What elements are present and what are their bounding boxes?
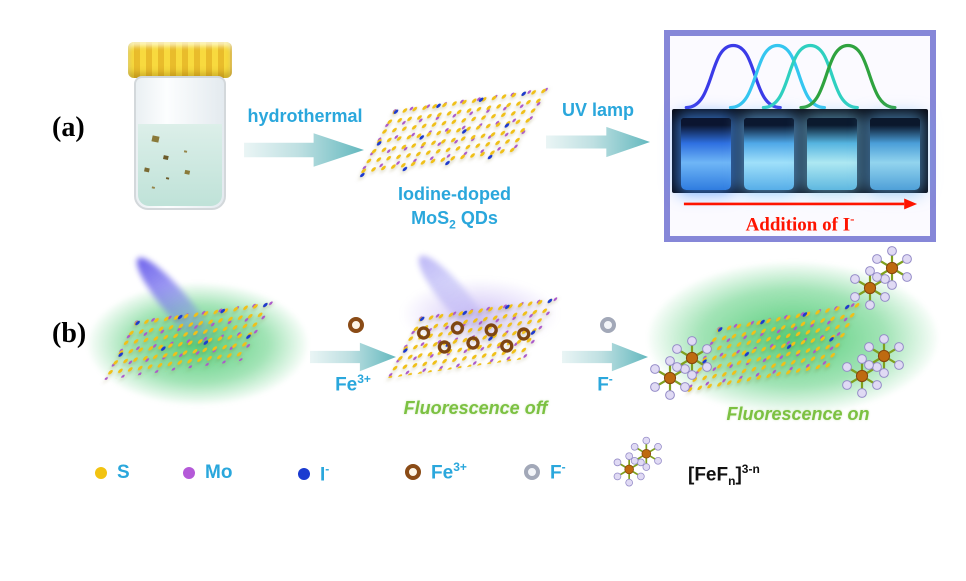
hydrothermal-arrow xyxy=(244,133,364,167)
product-mos: MoS xyxy=(411,208,450,228)
panel-a-label: (a) xyxy=(52,112,85,143)
product-line1: Iodine-doped xyxy=(398,184,511,204)
legend-item-fe: Fe3+ xyxy=(405,460,467,484)
complex-sub: n xyxy=(728,474,736,489)
legend-item-s: S xyxy=(95,462,130,484)
legend-label-fe: Fe3+ xyxy=(431,460,467,484)
fefn-complex-legend-icon xyxy=(612,436,670,494)
addition-sup: - xyxy=(850,210,855,226)
complex-open: [FeF xyxy=(688,464,729,486)
uv-lamp-label: UV lamp xyxy=(561,100,635,120)
fluorescence-spectra xyxy=(684,43,897,110)
mo-atom-icon xyxy=(183,467,195,479)
addition-text: Addition of I xyxy=(745,214,851,235)
legend-label-complex: [FeFn]3-n xyxy=(688,462,760,488)
octahedron-icon xyxy=(630,436,663,471)
product-label: Iodine-doped MoS2 QDs xyxy=(362,182,547,237)
vial-body xyxy=(134,76,226,210)
addition-label: Addition of I- xyxy=(746,211,855,236)
f-sup: - xyxy=(561,460,566,474)
octahedron-icon xyxy=(871,246,913,290)
product-qds: QDs xyxy=(455,208,498,228)
fefn-complex-1 xyxy=(848,246,922,320)
hydrothermal-label: hydrothermal xyxy=(247,106,363,126)
f-label-main: F xyxy=(597,374,609,396)
complex-close: ] xyxy=(735,464,742,486)
cuvette-2 xyxy=(743,117,794,190)
cuvette-3 xyxy=(806,117,857,190)
panel-b-label: (b) xyxy=(52,318,87,349)
iodide-ion-icon xyxy=(298,468,310,481)
f-main: F xyxy=(550,462,562,484)
f-ion-legend-icon xyxy=(524,464,540,481)
legend-item-iodide: I- xyxy=(298,462,329,486)
f-addition-arrow xyxy=(562,342,648,372)
complex-sup: 3-n xyxy=(741,462,760,476)
iodide-addition-arrow xyxy=(683,198,918,210)
legend-label-s: S xyxy=(117,462,130,483)
s-atom-icon xyxy=(95,467,107,479)
f-label-sup: - xyxy=(608,372,613,386)
fluorescence-on-label: Fluorescence on xyxy=(726,404,870,424)
cuvette-4 xyxy=(869,117,920,190)
fe-label: Fe3+ xyxy=(310,372,396,396)
uv-lamp-arrow xyxy=(546,126,650,158)
f-ion-icon xyxy=(600,317,616,333)
f-label: F- xyxy=(562,372,648,396)
fe-ion-icon xyxy=(348,317,364,333)
product-sub: 2 xyxy=(449,217,456,232)
precursor-flakes xyxy=(151,135,160,143)
cuvette-photo xyxy=(672,109,928,193)
legend-label-iodide: I- xyxy=(320,462,329,486)
fe-main: Fe xyxy=(431,462,454,484)
legend-item-f: F- xyxy=(524,460,566,484)
fe-label-main: Fe xyxy=(335,374,358,396)
octahedron-icon xyxy=(671,336,713,380)
legend-label-mo: Mo xyxy=(205,462,233,483)
fefn-complex-2 xyxy=(648,336,722,410)
vial-liquid xyxy=(138,124,222,206)
fe-sup: 3+ xyxy=(453,460,467,474)
fe-label-sup: 3+ xyxy=(357,372,371,386)
uv-photo-panel: Addition of I- xyxy=(664,30,936,242)
product-line2: MoS2 QDs xyxy=(362,206,547,237)
fe-addition-arrow xyxy=(310,342,396,372)
fe-ions-overlay xyxy=(408,314,538,364)
legend-item-complex: [FeFn]3-n xyxy=(688,462,760,488)
fluorescence-off-label: Fluorescence off xyxy=(403,398,548,418)
legend-item-mo: Mo xyxy=(183,462,232,484)
cuvette-1 xyxy=(680,117,731,190)
fe-ion-legend-icon xyxy=(405,464,421,481)
octahedron-icon xyxy=(863,334,905,378)
fefn-complex-3 xyxy=(840,334,914,408)
iodide-sup: - xyxy=(325,462,330,476)
iodide-main: I xyxy=(320,464,326,486)
legend-label-f: F- xyxy=(550,460,566,484)
mos2-qd-sheet-a xyxy=(356,86,550,178)
vial-cap xyxy=(128,42,232,78)
